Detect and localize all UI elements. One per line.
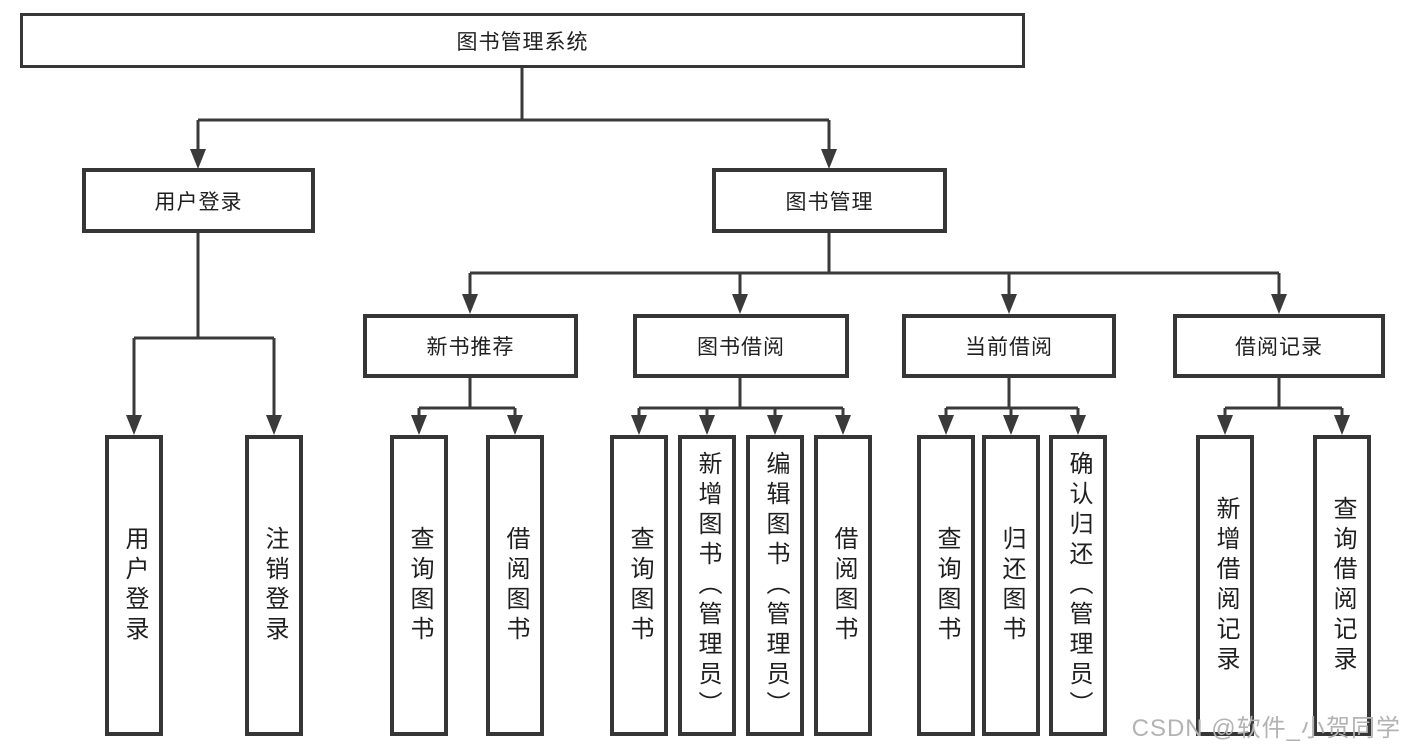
leaf-bb-borrow-books-label: 借阅图书: [830, 525, 857, 646]
node-borrowing-records-label: 借阅记录: [1235, 336, 1323, 359]
leaf-br-add-record: 新增借阅记录: [1196, 435, 1254, 736]
node-current-borrowing-label: 当前借阅: [965, 336, 1053, 359]
node-book-borrowing-label: 图书借阅: [697, 336, 785, 359]
leaf-bb-query-books: 查询图书: [610, 435, 668, 736]
arrowheads: [126, 149, 1350, 435]
leaf-bb-query-books-label: 查询图书: [626, 525, 653, 646]
node-new-book-recommend-label: 新书推荐: [426, 336, 515, 359]
leaf-cb-confirm-return-label: 确认归还（管理员）: [1065, 450, 1092, 721]
leaf-cb-confirm-return: 确认归还（管理员）: [1049, 435, 1107, 736]
leaf-bb-edit-books-label: 编辑图书（管理员）: [762, 450, 789, 721]
leaf-rec-query-books: 查询图书: [390, 435, 448, 736]
edge-currentborrow-fork: [944, 378, 1080, 418]
leaf-cb-query-books: 查询图书: [917, 435, 975, 736]
leaf-br-add-record-label: 新增借阅记录: [1212, 495, 1239, 676]
csdn-watermark: CSDN @软件_小贺同学: [1131, 715, 1401, 742]
node-new-book-recommend: 新书推荐: [363, 314, 578, 378]
leaf-bb-add-books-label: 新增图书（管理员）: [694, 450, 721, 721]
edge-newbookrec-fork: [417, 378, 517, 418]
node-book-management-label: 图书管理: [785, 190, 874, 214]
edge-borrowrecords-fork: [1223, 378, 1344, 418]
edge-bookmgmt-fork: [468, 233, 1281, 297]
node-book-borrowing: 图书借阅: [633, 314, 849, 378]
leaf-cb-query-books-label: 查询图书: [933, 525, 960, 646]
node-user-login: 用户登录: [82, 168, 315, 233]
leaf-user-login-label: 用户登录: [121, 525, 148, 646]
node-borrowing-records: 借阅记录: [1173, 314, 1385, 378]
node-current-borrowing: 当前借阅: [902, 314, 1116, 378]
leaf-user-login: 用户登录: [105, 435, 163, 736]
edge-userlogin-fork: [132, 233, 276, 417]
leaf-br-query-record: 查询借阅记录: [1313, 435, 1371, 736]
node-user-login-label: 用户登录: [154, 190, 243, 214]
leaf-rec-query-books-label: 查询图书: [406, 525, 433, 646]
leaf-rec-borrow-books-label: 借阅图书: [502, 525, 529, 646]
node-book-management: 图书管理: [712, 168, 947, 233]
edge-root-fork: [196, 68, 831, 151]
node-root-label: 图书管理系统: [456, 30, 589, 54]
leaf-br-query-record-label: 查询借阅记录: [1329, 495, 1356, 676]
leaf-cb-return-books: 归还图书: [982, 435, 1040, 736]
leaf-bb-borrow-books: 借阅图书: [814, 435, 872, 736]
edge-bookborrow-fork: [637, 378, 845, 418]
leaf-logout-label: 注销登录: [261, 525, 288, 646]
leaf-logout: 注销登录: [245, 435, 303, 736]
node-root: 图书管理系统: [20, 13, 1025, 68]
leaf-rec-borrow-books: 借阅图书: [486, 435, 544, 736]
leaf-bb-add-books: 新增图书（管理员）: [678, 435, 736, 736]
leaf-cb-return-books-label: 归还图书: [998, 525, 1025, 646]
leaf-bb-edit-books: 编辑图书（管理员）: [746, 435, 804, 736]
